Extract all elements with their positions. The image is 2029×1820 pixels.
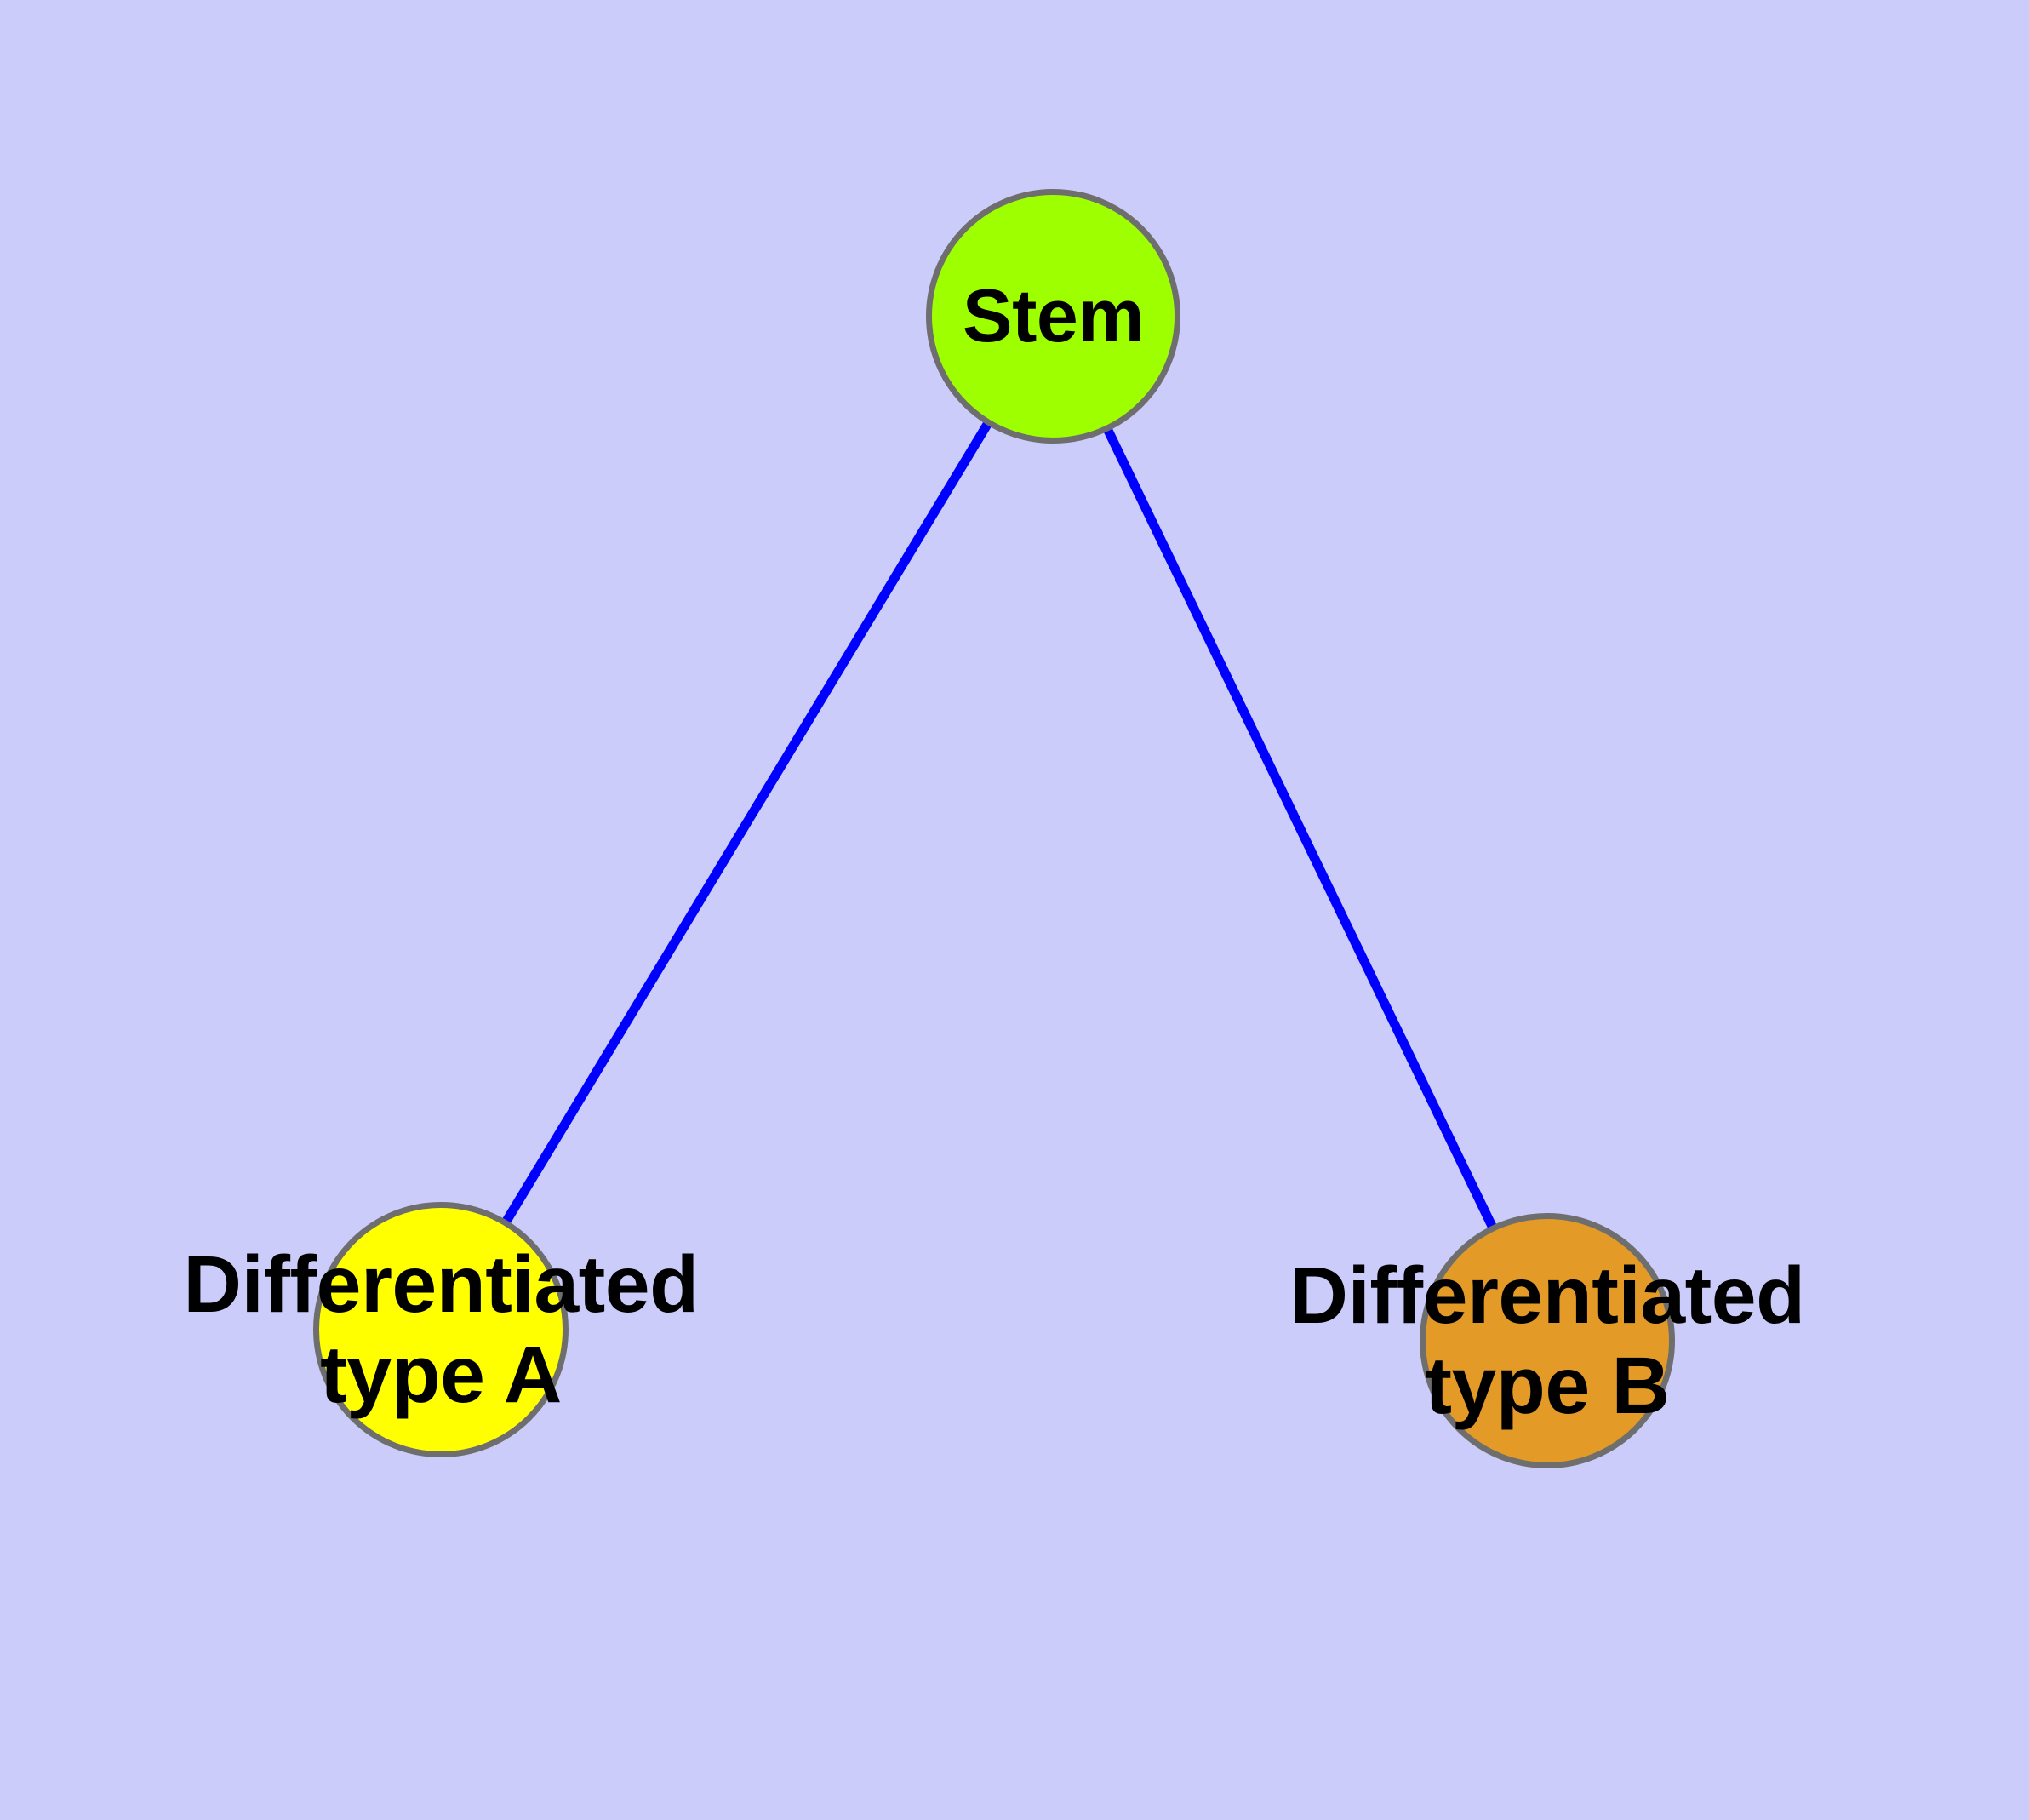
node-stem[interactable]: Stem bbox=[926, 189, 1180, 444]
node-differentiated-type-a-circle bbox=[313, 1202, 569, 1457]
node-differentiated-type-b[interactable]: Differentiated type B bbox=[1289, 1213, 1805, 1468]
node-differentiated-type-b-circle bbox=[1420, 1213, 1675, 1468]
node-differentiated-type-a[interactable]: Differentiated type A bbox=[183, 1202, 699, 1457]
edge-stem-to-differentiated-b[interactable] bbox=[1049, 313, 1552, 1343]
node-stem-circle bbox=[926, 189, 1180, 444]
edge-stem-to-differentiated-a[interactable] bbox=[437, 313, 1057, 1332]
